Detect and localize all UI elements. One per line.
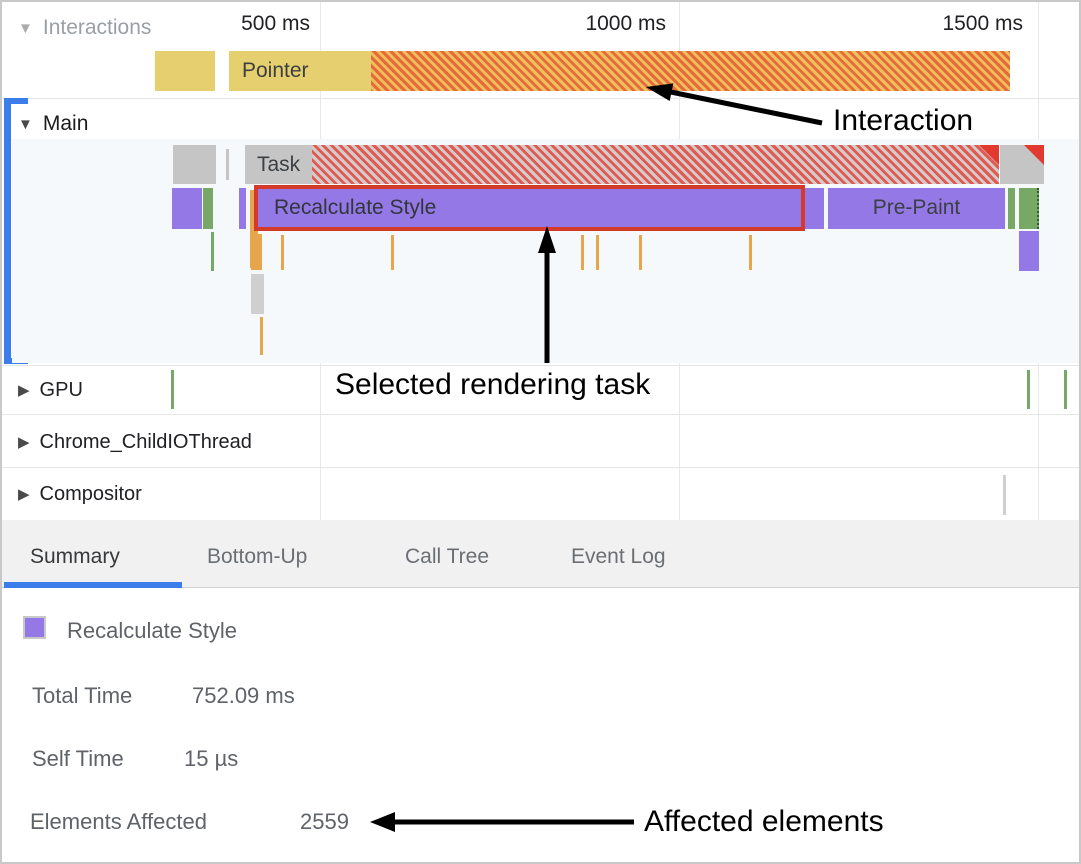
- tab-bottom-up[interactable]: Bottom-Up: [207, 545, 308, 568]
- paint-thin-bar[interactable]: [1008, 188, 1015, 229]
- ruler-tick-1000ms: 1000 ms: [585, 12, 666, 35]
- main-track-label: Main: [42, 112, 89, 135]
- purple-child-bar[interactable]: [1019, 231, 1039, 271]
- selected-recalculate-style-bar[interactable]: Recalculate Style: [254, 185, 805, 231]
- collapse-triangle-icon: ▼: [18, 20, 33, 37]
- recalc-style-fragment-bar[interactable]: [172, 188, 202, 229]
- interaction-arrow-line: [665, 88, 823, 126]
- expand-triangle-icon: ▶: [18, 486, 30, 503]
- interaction-annotation-text: Interaction: [833, 104, 974, 137]
- interactions-track-header[interactable]: ▼ Interactions: [18, 16, 151, 41]
- gpu-event-tick[interactable]: [1027, 370, 1030, 409]
- compositor-track-header[interactable]: ▶ Compositor: [18, 482, 142, 507]
- self-time-label: Self Time: [32, 746, 124, 771]
- orange-event-tick[interactable]: [749, 235, 752, 270]
- recalculate-style-label: Recalculate Style: [274, 196, 437, 219]
- elements-affected-label: Elements Affected: [30, 809, 207, 834]
- compositor-track-label: Compositor: [39, 483, 142, 505]
- task-block[interactable]: [173, 145, 216, 184]
- long-task-warning-triangle-icon: [1024, 145, 1044, 165]
- orange-event-tick[interactable]: [260, 317, 263, 355]
- active-tab-indicator: [4, 582, 182, 588]
- green-event-tick[interactable]: [211, 232, 214, 271]
- layout-fragment-bar[interactable]: [203, 188, 213, 229]
- selected-task-annotation-text: Selected rendering task: [335, 368, 651, 401]
- childio-track-label: Chrome_ChildIOThread: [39, 431, 252, 453]
- orange-event-tick[interactable]: [596, 235, 599, 270]
- event-color-swatch: [23, 616, 46, 639]
- tab-event-log[interactable]: Event Log: [571, 545, 666, 568]
- long-task-bar[interactable]: Task: [245, 145, 999, 184]
- compositor-event-tick[interactable]: [1003, 475, 1006, 515]
- expand-triangle-icon: ▶: [18, 382, 30, 399]
- task-bar-label: Task: [257, 153, 301, 176]
- tab-call-tree[interactable]: Call Tree: [405, 545, 490, 568]
- recalc-style-tail-bar[interactable]: [805, 188, 824, 229]
- total-time-value: 752.09 ms: [192, 683, 295, 708]
- main-track-header[interactable]: ▼ Main: [18, 112, 88, 137]
- orange-event-block[interactable]: [251, 234, 262, 270]
- task-tick[interactable]: [226, 149, 229, 180]
- interactions-track-label: Interactions: [42, 16, 152, 39]
- pre-paint-label: Pre-Paint: [872, 196, 961, 219]
- pre-paint-bar[interactable]: Pre-Paint: [828, 188, 1005, 229]
- gpu-event-tick[interactable]: [1064, 370, 1067, 409]
- orange-event-tick[interactable]: [391, 235, 394, 270]
- gpu-event-tick[interactable]: [171, 370, 174, 409]
- small-purple-event-bar[interactable]: [239, 188, 246, 229]
- pointer-bar-label: Pointer: [242, 59, 309, 82]
- orange-event-tick[interactable]: [281, 235, 284, 270]
- tab-summary[interactable]: Summary: [30, 545, 120, 568]
- ruler-tick-500ms: 500 ms: [241, 12, 310, 35]
- pointer-interaction-bar[interactable]: Pointer: [229, 51, 1010, 91]
- elements-affected-value: 2559: [300, 809, 349, 834]
- expand-triangle-icon: ▶: [18, 434, 30, 451]
- orange-event-tick[interactable]: [639, 235, 642, 270]
- total-time-label: Total Time: [32, 683, 133, 708]
- gpu-track-label: GPU: [39, 379, 83, 401]
- orange-event-tick[interactable]: [581, 235, 584, 270]
- childio-track-header[interactable]: ▶ Chrome_ChildIOThread: [18, 430, 252, 455]
- summary-panel: Recalculate Style Total Time 752.09 ms S…: [2, 588, 1079, 862]
- paint-block-bar[interactable]: [1019, 188, 1039, 229]
- task-solid-segment: [245, 145, 312, 184]
- long-task-warning-triangle-icon: [979, 145, 999, 165]
- interaction-event-bar[interactable]: [155, 51, 215, 91]
- collapse-triangle-icon: ▼: [18, 116, 33, 133]
- self-time-value: 15 µs: [184, 746, 239, 771]
- gray-child-event-bar[interactable]: [251, 274, 264, 314]
- ruler-tick-1500ms: 1500 ms: [942, 12, 1023, 35]
- bottom-panel-tabbar: Summary Bottom-Up Call Tree Event Log: [2, 520, 1079, 588]
- summary-event-title: Recalculate Style: [67, 618, 237, 643]
- pointer-solid-segment: [229, 51, 371, 91]
- gpu-track-header[interactable]: ▶ GPU: [18, 378, 83, 403]
- affected-elements-annotation-text: Affected elements: [644, 805, 884, 838]
